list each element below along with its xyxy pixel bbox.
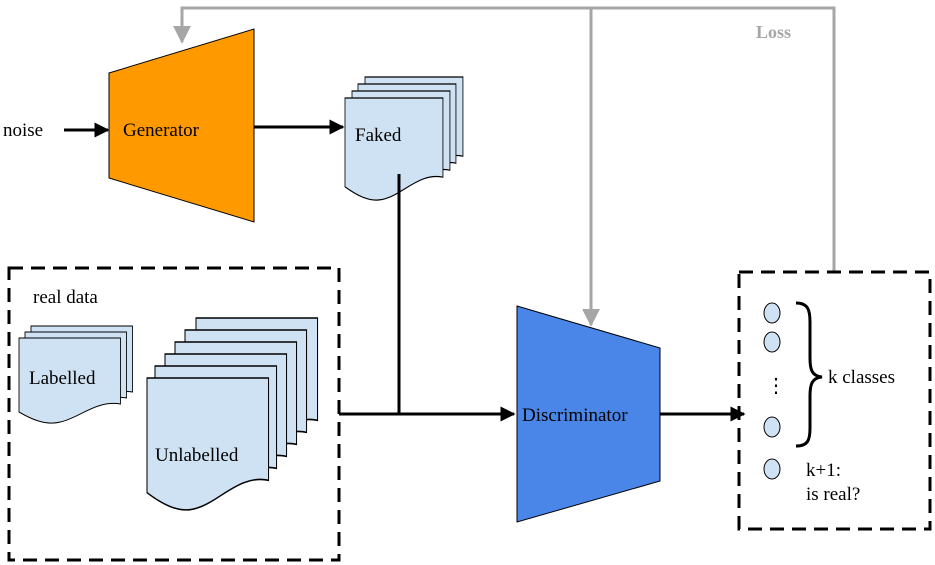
output-class-nodes: ⋮ [763,302,786,480]
unlabelled-label: Unlabelled [155,445,239,466]
real-node [763,458,781,480]
ellipsis-label: ⋮ [766,375,786,397]
loss-label: Loss [756,22,791,42]
discriminator-label: Discriminator [522,405,628,426]
class-node-k [763,416,781,438]
unlabelled-document-stack [146,317,319,511]
faked-label: Faked [355,125,402,146]
generator-block [108,28,255,223]
real-data-label: real data [33,287,98,308]
is-real-label: is real? [806,484,860,505]
class-node-2 [763,331,781,353]
noise-label: noise [3,120,43,141]
generator-label: Generator [123,120,200,141]
loss-feedback-line [173,6,836,327]
k-classes-brace [795,301,823,448]
output-container [737,270,932,531]
labelled-label: Labelled [29,368,96,389]
class-node-1 [763,302,781,324]
k-classes-label: k classes [828,367,895,388]
k-plus-1-label: k+1: [806,460,841,481]
discriminator-block [516,305,661,523]
